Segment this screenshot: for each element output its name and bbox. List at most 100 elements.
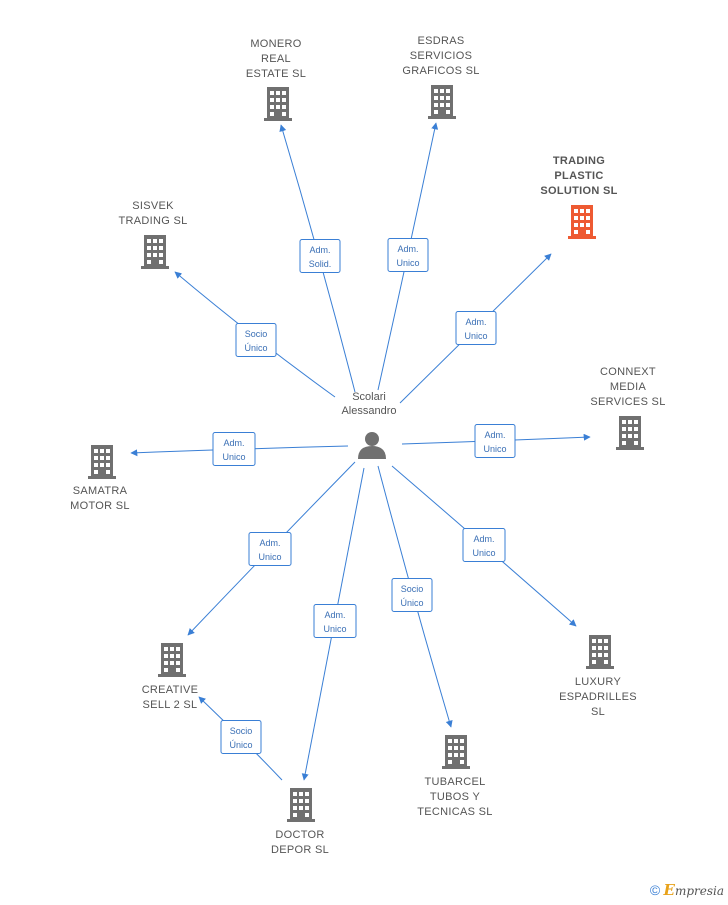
role-label-box	[474, 424, 516, 458]
role-label-text: Unico	[396, 258, 419, 268]
company-node-monero[interactable]: MONERO REAL ESTATE SL	[246, 38, 306, 121]
company-name-line: SOLUTION SL	[540, 185, 617, 197]
person-name: Alessandro	[341, 405, 396, 417]
company-name-line: MOTOR SL	[70, 500, 130, 512]
role-label-text: Unico	[323, 624, 346, 634]
relation-role-label[interactable]: Adm. Solid.	[299, 239, 341, 273]
role-label-box	[391, 578, 433, 612]
role-label-text: Solid.	[309, 259, 332, 269]
company-node-doctor[interactable]: DOCTOR DEPOR SL	[271, 788, 329, 856]
company-name-line: TUBOS Y	[430, 791, 481, 803]
company-node-esdras[interactable]: ESDRAS SERVICIOS GRAFICOS SL	[402, 35, 479, 119]
company-name-line: SL	[591, 706, 605, 718]
company-node-trading[interactable]: TRADING PLASTIC SOLUTION SL	[540, 155, 617, 239]
company-name-line: CONNEXT	[600, 366, 656, 378]
relation-edge-trading: Adm.Unico	[399, 253, 552, 404]
company-name-line: DOCTOR	[275, 829, 324, 841]
role-label-text: Único	[229, 740, 252, 750]
company-name-line: TRADING	[553, 155, 605, 167]
company-name-line: TRADING SL	[118, 215, 187, 227]
company-name-line: SELL 2 SL	[143, 699, 198, 711]
relation-role-label[interactable]: Adm. Unico	[462, 528, 506, 562]
company-name-line: ESTATE SL	[246, 68, 306, 80]
company-node-sisvek[interactable]: SISVEK TRADING SL	[118, 200, 187, 269]
company-name-line: MONERO	[250, 38, 301, 50]
relation-role-label[interactable]: Adm.Unico	[455, 311, 497, 345]
relation-edge-luxury: Adm. Unico	[391, 465, 577, 627]
footer-brand: © Empresia	[650, 881, 724, 899]
copyright-symbol: ©	[649, 882, 661, 898]
role-label-box	[299, 239, 341, 273]
building-icon	[568, 205, 596, 239]
company-name-line: ESDRAS	[417, 35, 464, 47]
building-icon	[141, 235, 169, 269]
brand-logo-name: mpresia	[674, 884, 724, 898]
role-label-text: Socio	[245, 329, 268, 339]
role-label-text: Adm.	[484, 430, 505, 440]
building-icon	[158, 643, 186, 677]
relation-role-label[interactable]: Adm. Unico	[387, 238, 429, 272]
company-name-line: MEDIA	[610, 381, 647, 393]
person-icon	[358, 432, 386, 459]
role-label-box	[462, 528, 506, 562]
company-name-line: SERVICIOS	[410, 50, 472, 62]
company-name-line: DEPOR SL	[271, 844, 329, 856]
company-name-line: SAMATRA	[73, 485, 128, 497]
role-label-text: Único	[400, 598, 423, 608]
role-label-box	[387, 238, 429, 272]
role-label-text: Socio	[401, 584, 424, 594]
role-label-box	[220, 720, 262, 754]
company-name-line: ESPADRILLES	[559, 691, 637, 703]
relation-edge-esdras: Adm. Unico	[377, 122, 439, 391]
company-node-creative[interactable]: CREATIVE SELL 2 SL	[142, 643, 199, 711]
building-icon	[287, 788, 315, 822]
company-name-line: CREATIVE	[142, 684, 199, 696]
relation-role-label[interactable]: Adm. Unico	[248, 532, 292, 566]
building-icon	[264, 87, 292, 121]
company-name-line: GRAFICOS SL	[402, 65, 479, 77]
company-name-line: TUBARCEL	[424, 776, 485, 788]
building-icon	[616, 416, 644, 450]
company-name-line: SISVEK	[132, 200, 174, 212]
role-label-text: Adm.	[223, 438, 244, 448]
building-icon	[88, 445, 116, 479]
person-name: Scolari	[352, 391, 386, 403]
company-node-samatra[interactable]: SAMATRA MOTOR SL	[70, 445, 130, 512]
role-label-text: Adm.	[397, 244, 418, 254]
role-label-text: Unico	[258, 552, 281, 562]
relation-edge-connext: Adm.Unico	[401, 424, 591, 458]
relation-role-label[interactable]: Adm.Unico	[474, 424, 516, 458]
relation-role-label[interactable]: Adm. Unico	[313, 604, 357, 638]
company-name-line: PLASTIC	[554, 170, 603, 182]
building-icon	[442, 735, 470, 769]
company-name-line: LUXURY	[575, 676, 622, 688]
relation-edge-samatra: Adm. Unico	[130, 432, 349, 466]
role-label-text: Socio	[230, 726, 253, 736]
company-name-line: REAL	[261, 53, 291, 65]
role-label-text: Adm.	[309, 245, 330, 255]
relation-role-label[interactable]: Adm. Unico	[212, 432, 256, 466]
building-icon	[428, 85, 456, 119]
relation-edge-creative: Adm. Unico	[187, 461, 356, 636]
role-label-text: Unico	[222, 452, 245, 462]
role-label-text: Unico	[464, 331, 487, 341]
company-node-luxury[interactable]: LUXURY ESPADRILLES SL	[559, 635, 637, 718]
role-label-text: Adm.	[259, 538, 280, 548]
role-label-text: Unico	[472, 548, 495, 558]
role-label-box	[248, 532, 292, 566]
role-label-text: Adm.	[473, 534, 494, 544]
role-label-box	[313, 604, 357, 638]
role-label-box	[212, 432, 256, 466]
relation-edge-monero: Adm. Solid.	[279, 124, 356, 393]
role-label-text: Adm.	[324, 610, 345, 620]
